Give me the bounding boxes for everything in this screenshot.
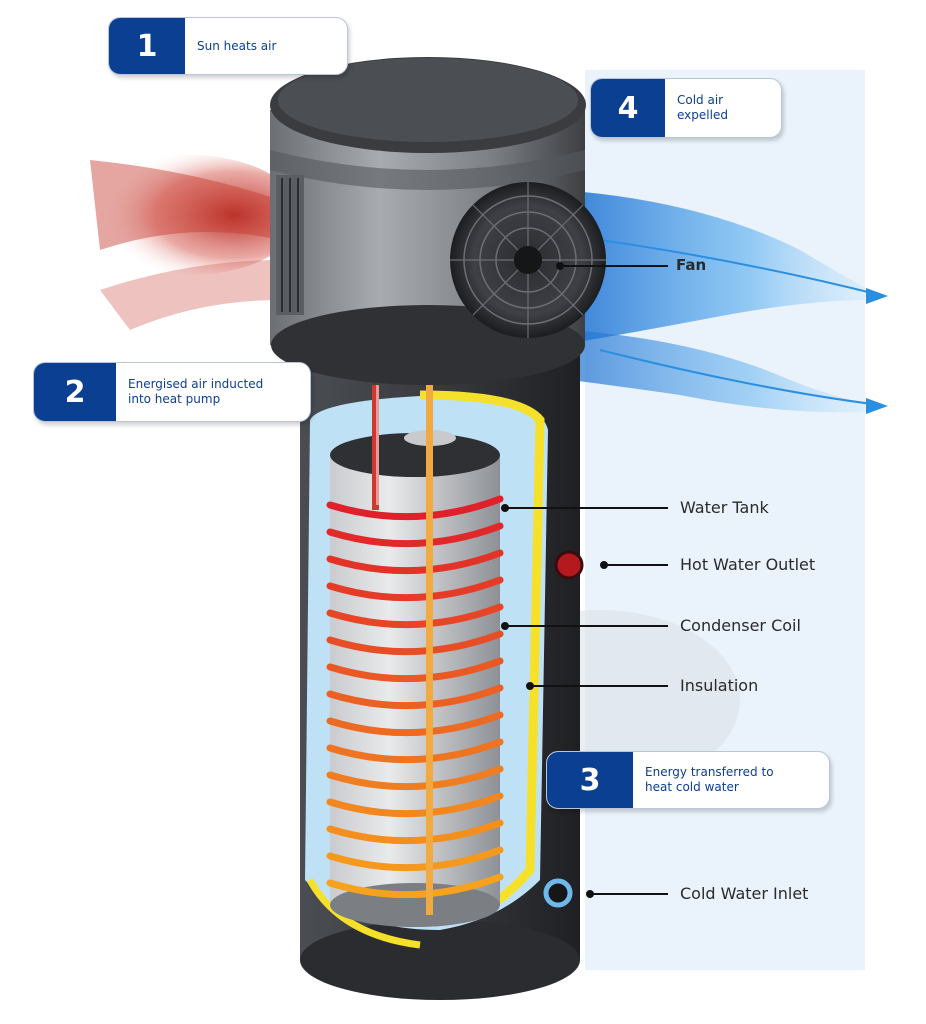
step-2-text: Energised air inducted into heat pump: [128, 377, 264, 406]
water-tank-label: Water Tank: [680, 498, 769, 517]
coil-turn: [326, 846, 504, 872]
insulation-label: Insulation: [680, 676, 759, 695]
step-4-callout: 4 Cold air expelled: [590, 78, 782, 138]
step-3-text: Energy transferred to heat cold water: [645, 765, 774, 794]
fan: [450, 182, 606, 338]
step-2-number: 2: [34, 363, 116, 421]
step-3-number: 3: [547, 752, 633, 808]
cold-water-inlet-label: Cold Water Inlet: [680, 884, 809, 903]
coil-turn: [326, 711, 504, 737]
step-4-number: 4: [591, 79, 665, 137]
hot-water-outlet-port: [554, 550, 584, 580]
coil-turn: [326, 522, 504, 548]
hot-air-flow: [80, 155, 300, 330]
coil-turn: [326, 792, 504, 818]
air-intake-grille: [276, 175, 304, 315]
coil-turn: [326, 819, 504, 845]
coil-turn: [326, 765, 504, 791]
coil-turn: [326, 630, 504, 656]
step-1-number: 1: [109, 18, 185, 74]
hot-water-outlet-label: Hot Water Outlet: [680, 555, 816, 574]
fan-label: Fan: [676, 256, 707, 274]
step-2-callout: 2 Energised air inducted into heat pump: [33, 362, 311, 422]
coil-turn: [326, 576, 504, 602]
step-1-callout: 1 Sun heats air: [108, 17, 348, 75]
coil-turn: [326, 603, 504, 629]
step-4-text: Cold air expelled: [677, 93, 728, 122]
coil-turn: [326, 657, 504, 683]
coil-turn: [326, 684, 504, 710]
coil-turn: [326, 738, 504, 764]
cold-air-flow: [560, 190, 888, 414]
condenser-coil: [326, 495, 504, 899]
coil-turn: [326, 549, 504, 575]
refrigerant-pipes: [372, 385, 433, 915]
condenser-coil-label: Condenser Coil: [680, 616, 801, 635]
step-3-callout: 3 Energy transferred to heat cold water: [546, 751, 830, 809]
step-1-text: Sun heats air: [197, 38, 277, 53]
cold-water-inlet-port: [543, 878, 573, 908]
coil-turn: [326, 495, 504, 521]
coil-turn: [326, 873, 504, 899]
